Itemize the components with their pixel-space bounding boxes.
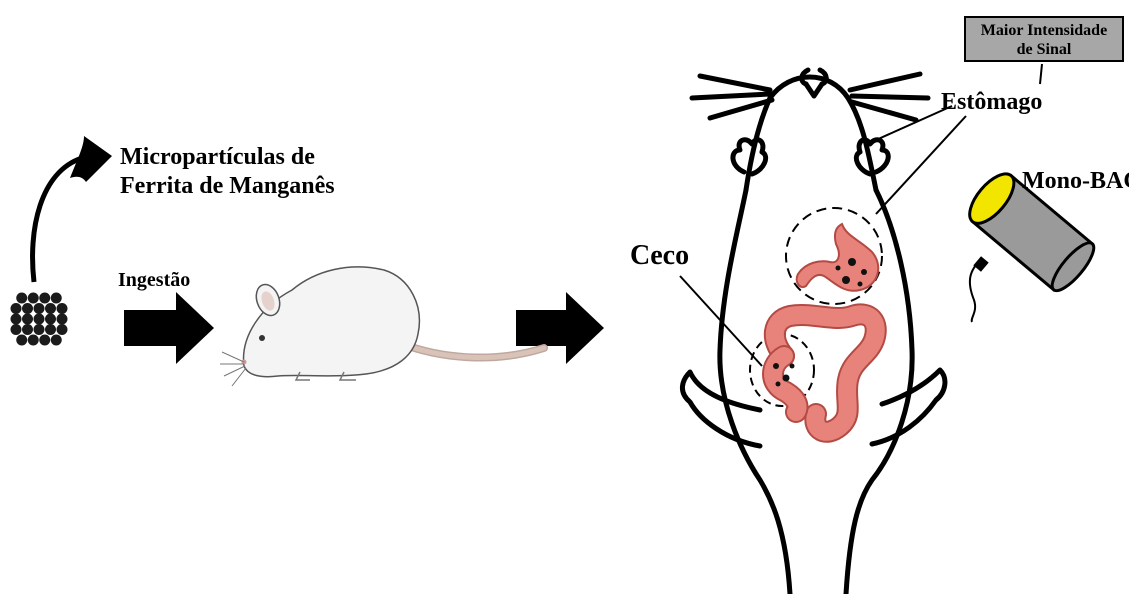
particle-dot <box>11 314 22 325</box>
particle-dot <box>57 324 68 335</box>
particle-dot <box>22 303 33 314</box>
particle-dot <box>28 293 39 304</box>
particle-dot <box>16 335 27 346</box>
block-arrow-icon <box>124 292 214 364</box>
stomach-label: Estômago <box>941 89 1042 116</box>
cecum-label: Ceco <box>630 240 689 272</box>
particle-dot <box>57 303 68 314</box>
sensor-label: Mono-BAC <box>1022 168 1129 195</box>
particle-dot <box>34 314 45 325</box>
mouse-anatomy-icon <box>682 70 945 594</box>
particle-dot <box>22 314 33 325</box>
particle-dot <box>45 314 56 325</box>
stomach-icon <box>797 224 879 291</box>
particle-dot <box>51 293 62 304</box>
particle-dot <box>51 335 62 346</box>
particle-dot <box>11 303 22 314</box>
particle-dot <box>22 324 33 335</box>
particle-dot <box>34 324 45 335</box>
particles-label: Micropartículas de Ferrita de Manganês <box>120 143 335 201</box>
curved-arrow-icon <box>33 136 112 282</box>
particle-dot <box>57 314 68 325</box>
particle-dot <box>45 303 56 314</box>
particle-dot <box>45 324 56 335</box>
signal-intensity-box: Maior Intensidade de Sinal <box>964 16 1124 62</box>
particle-dot <box>28 335 39 346</box>
intestine-icon <box>773 314 876 431</box>
particle-cluster-icon <box>11 293 68 346</box>
particle-dot <box>34 303 45 314</box>
particle-dot <box>11 324 22 335</box>
particle-dot <box>39 335 50 346</box>
particle-dot <box>39 293 50 304</box>
ingestion-label: Ingestão <box>118 269 190 292</box>
mouse-icon <box>220 267 544 386</box>
particle-dot <box>16 293 27 304</box>
